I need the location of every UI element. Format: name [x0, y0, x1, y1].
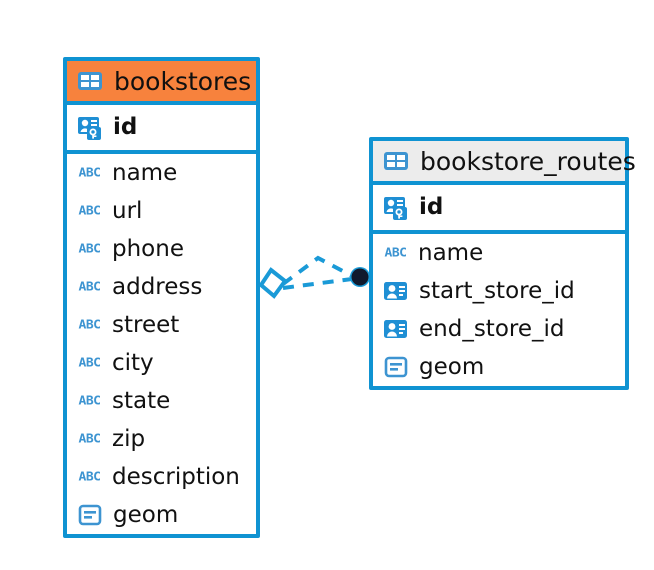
text-type-icon: ABC — [78, 204, 101, 218]
field-list-bookstores: ABC name ABC url ABC phone ABC ad — [67, 154, 256, 534]
field-label-primary-key: id — [113, 114, 138, 140]
field-label: name — [112, 159, 178, 186]
field-row[interactable]: end_store_id — [373, 310, 625, 348]
table-icon — [383, 148, 409, 174]
field-label: geom — [113, 501, 179, 528]
entity-table-bookstore-routes[interactable]: bookstore_routes — [369, 137, 636, 390]
field-row[interactable]: ABC name — [373, 234, 625, 272]
relationship-line-upper — [281, 255, 355, 286]
field-row-primary-key[interactable]: id — [67, 105, 256, 150]
table-icon — [77, 68, 103, 94]
field-label: phone — [112, 235, 184, 262]
field-label: end_store_id — [419, 315, 565, 342]
entity-title-bookstores: bookstores — [114, 66, 252, 96]
text-type-icon: ABC — [384, 246, 407, 260]
text-type-icon: ABC — [78, 242, 101, 256]
field-row[interactable]: geom — [67, 496, 256, 534]
field-row[interactable]: ABC address — [67, 268, 256, 306]
field-label: description — [112, 463, 240, 490]
text-type-icon: ABC — [78, 432, 101, 446]
field-label: zip — [112, 425, 146, 452]
field-row[interactable]: ABC state — [67, 382, 256, 420]
text-type-icon: ABC — [78, 394, 101, 408]
field-row[interactable]: ABC zip — [67, 420, 256, 458]
field-label: city — [112, 349, 154, 376]
primary-key-icon — [77, 115, 103, 141]
field-row[interactable]: geom — [373, 348, 625, 386]
field-row[interactable]: ABC name — [67, 154, 256, 192]
field-list-bookstore-routes: ABC name start_store_id — [373, 234, 625, 386]
entity-table-bookstores[interactable]: bookstores — [63, 57, 260, 538]
field-label: state — [112, 387, 171, 414]
geometry-type-icon — [77, 502, 103, 528]
entity-title-bookstore-routes: bookstore_routes — [420, 146, 636, 176]
relationship-line-lower — [282, 277, 353, 290]
text-type-icon: ABC — [78, 318, 101, 332]
foreign-key-icon — [383, 316, 409, 342]
text-type-icon: ABC — [78, 470, 101, 484]
field-label: geom — [419, 353, 485, 380]
entity-header-bookstore-routes[interactable]: bookstore_routes — [373, 141, 636, 185]
field-row[interactable]: ABC url — [67, 192, 256, 230]
filled-circle-marker — [350, 267, 370, 287]
field-row[interactable]: ABC phone — [67, 230, 256, 268]
diamond-outline-marker — [258, 267, 288, 299]
primary-key-icon — [383, 195, 409, 221]
text-type-icon: ABC — [78, 166, 101, 180]
text-type-icon: ABC — [78, 356, 101, 370]
primary-key-section-bookstore-routes: id — [373, 185, 625, 234]
primary-key-section-bookstores: id — [67, 105, 256, 154]
geometry-type-icon — [383, 354, 409, 380]
field-label: start_store_id — [419, 277, 575, 304]
entity-header-bookstores[interactable]: bookstores — [67, 61, 256, 105]
field-label: street — [112, 311, 180, 338]
field-row[interactable]: start_store_id — [373, 272, 625, 310]
text-type-icon: ABC — [78, 280, 101, 294]
field-label: address — [112, 273, 203, 300]
field-row[interactable]: ABC street — [67, 306, 256, 344]
field-label: name — [418, 239, 484, 266]
field-label-primary-key: id — [419, 194, 444, 220]
field-label: url — [112, 197, 143, 224]
field-row[interactable]: ABC description — [67, 458, 256, 496]
field-row-primary-key[interactable]: id — [373, 185, 625, 230]
field-row[interactable]: ABC city — [67, 344, 256, 382]
foreign-key-icon — [383, 278, 409, 304]
